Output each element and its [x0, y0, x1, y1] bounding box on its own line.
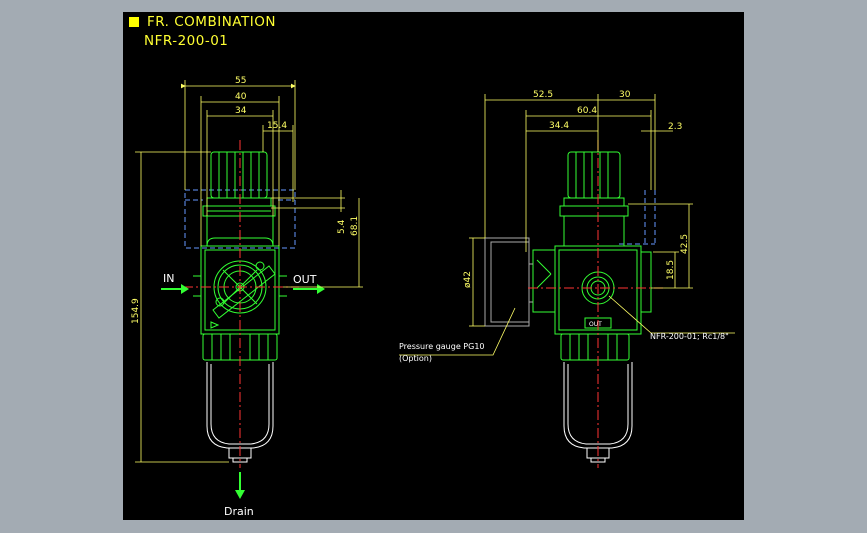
drawing-title: FR. COMBINATION	[129, 14, 276, 30]
title-marker-icon	[129, 17, 139, 27]
dim-34: 34	[235, 106, 247, 116]
dim-154-9: 154.9	[131, 298, 141, 324]
technical-drawing: IN OUT Drain	[131, 76, 735, 518]
port-out-label: OUT	[293, 273, 317, 286]
side-bowl-collar	[560, 333, 630, 361]
drawing-title-text: FR. COMBINATION	[147, 14, 276, 30]
front-hidden-lines	[184, 189, 296, 249]
front-dimension-values: 55 40 34 15.4 5.4 68.1 154.9	[131, 76, 360, 324]
dim-55: 55	[235, 76, 246, 86]
dim-60-4: 60.4	[577, 106, 597, 116]
cad-viewport[interactable]: FR. COMBINATION NFR-200-01	[123, 12, 744, 520]
port-note: NFR-200-01; Rc1/8"	[650, 332, 729, 341]
dim-40: 40	[235, 92, 247, 102]
port-in-label: IN	[163, 272, 174, 285]
dim-gauge-dia: ø42	[463, 271, 473, 288]
dim-42-5: 42.5	[680, 234, 690, 254]
side-hidden-lines	[619, 190, 656, 245]
dim-52-5: 52.5	[533, 90, 553, 100]
side-dimension-lines	[399, 94, 735, 356]
dim-34-4: 34.4	[549, 121, 569, 131]
side-knob	[559, 151, 629, 217]
gauge-note: Pressure gauge PG10	[399, 342, 485, 351]
side-out-label: OUT	[589, 321, 602, 328]
gauge-note-option: (Option)	[399, 354, 432, 363]
front-view: IN OUT Drain	[131, 76, 363, 518]
dim-5-4: 5.4	[337, 219, 347, 234]
dim-18-5: 18.5	[666, 260, 676, 280]
drain-label: Drain	[224, 505, 254, 518]
dim-30: 30	[619, 90, 631, 100]
side-dimension-values: 52.5 30 60.4 34.4 2.3 42.5 18.5 ø42	[463, 90, 690, 288]
port-arrows	[161, 284, 325, 499]
drawing-model: NFR-200-01	[144, 33, 229, 49]
front-dimension-lines	[135, 80, 363, 463]
dim-15-4: 15.4	[267, 121, 287, 131]
dim-2-3: 2.3	[668, 122, 682, 132]
side-view: OUT	[399, 90, 735, 468]
front-knob	[202, 151, 276, 217]
side-body	[532, 215, 652, 335]
dim-68-1: 68.1	[350, 216, 360, 236]
